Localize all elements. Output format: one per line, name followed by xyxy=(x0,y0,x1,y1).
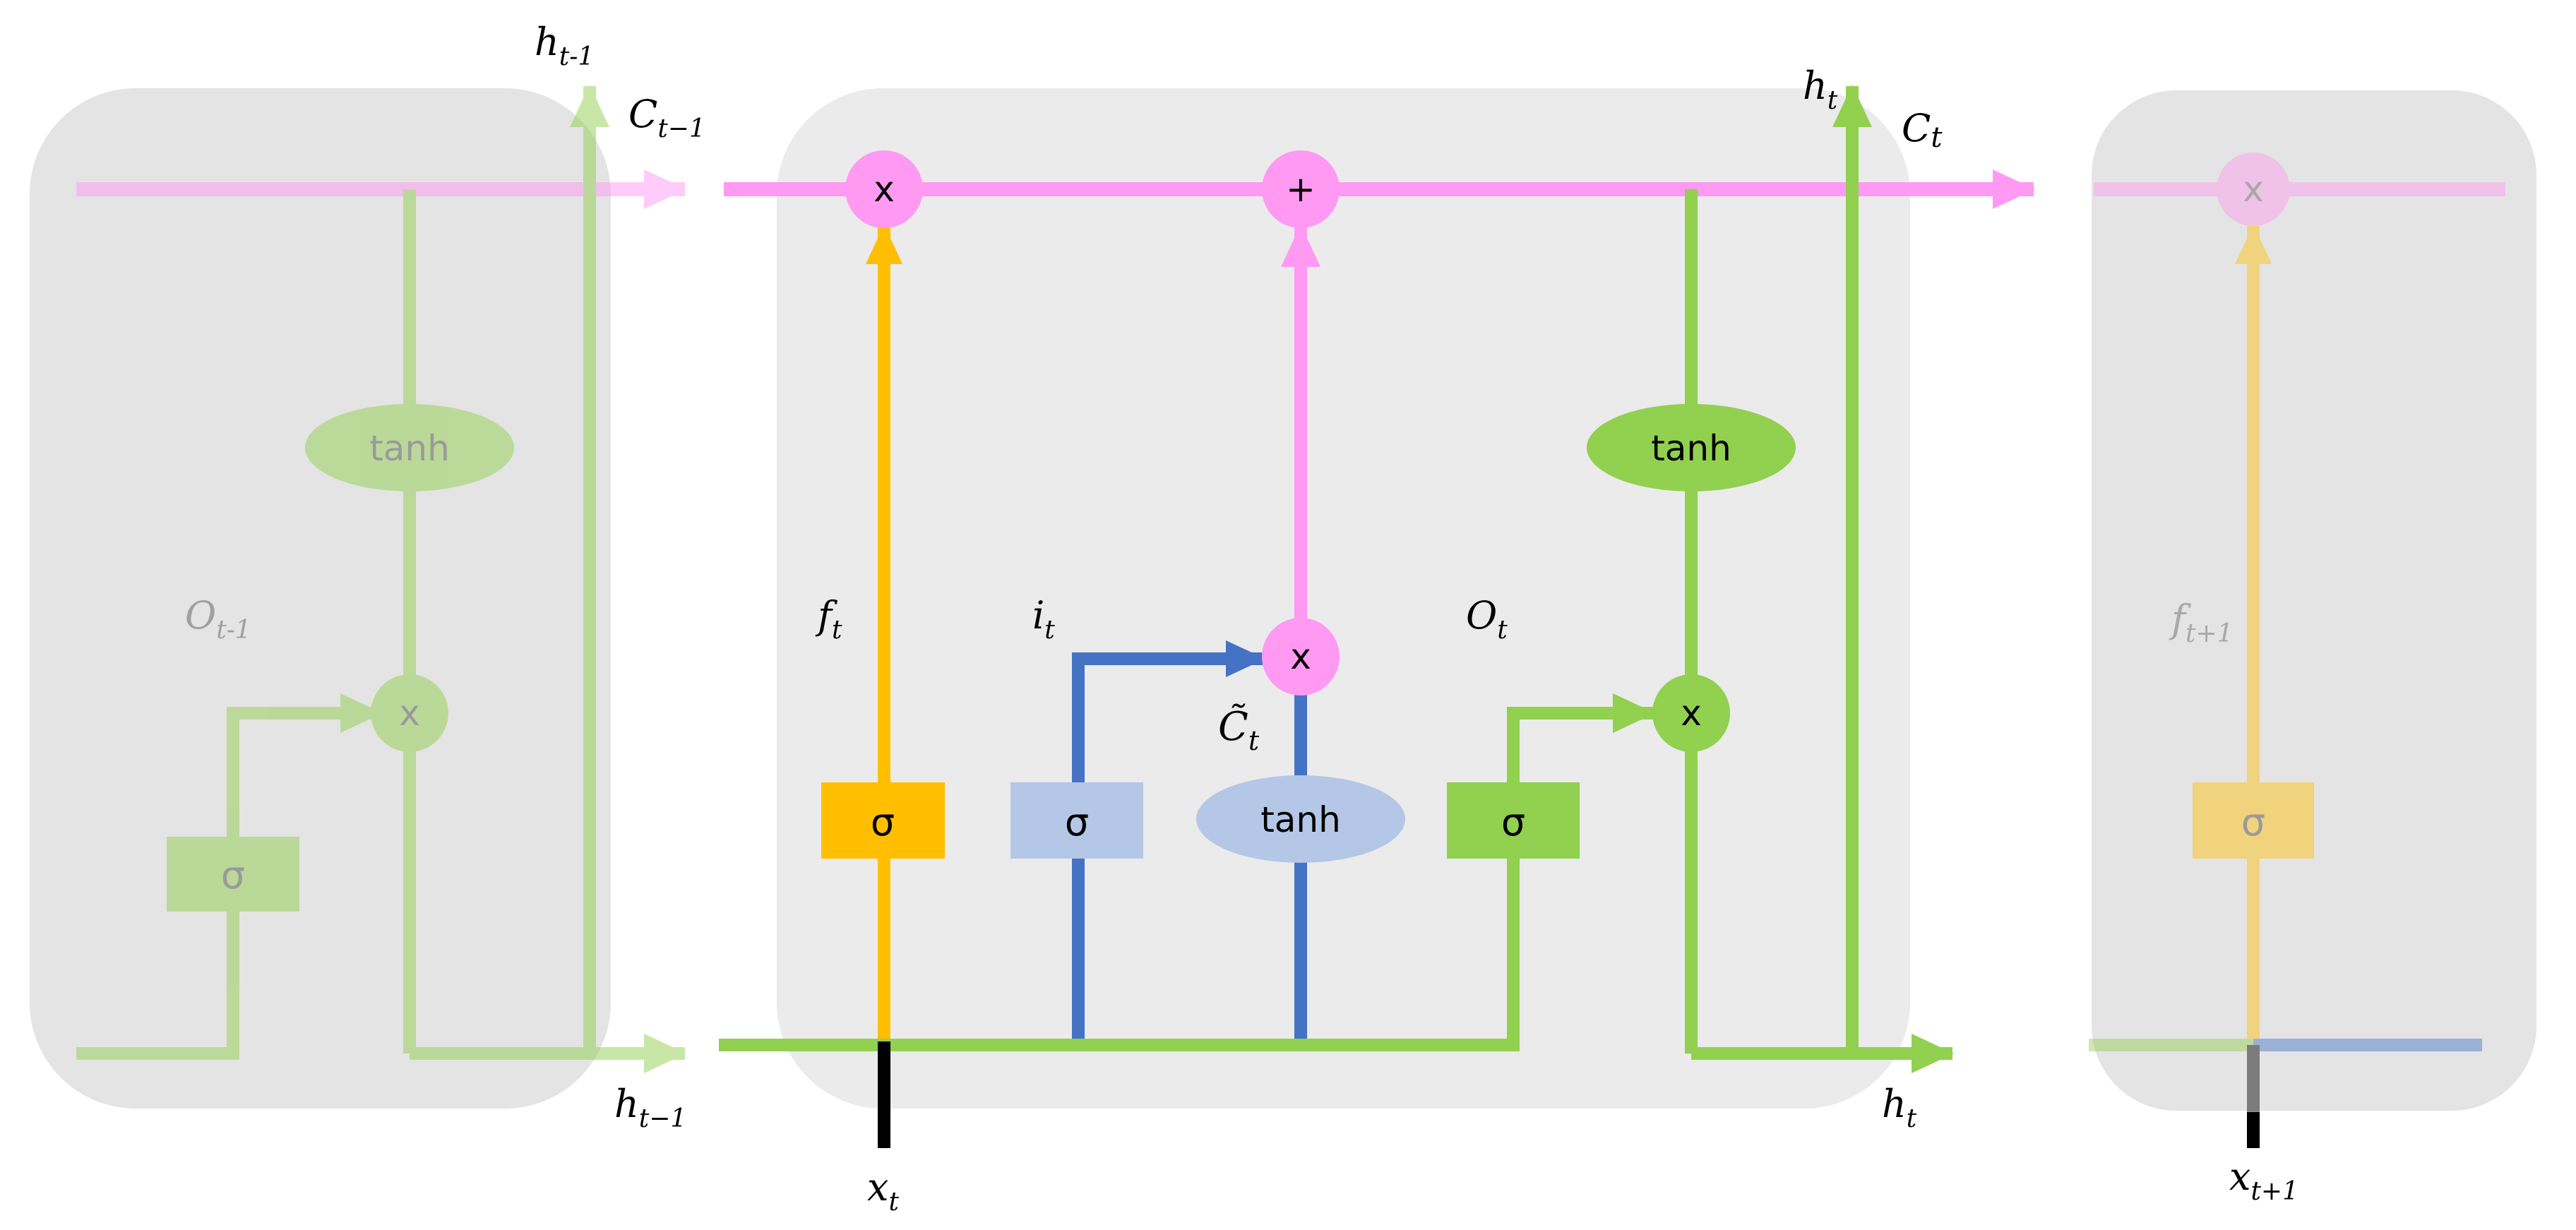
previous-cell: σ tanh x xyxy=(30,85,686,1109)
input-multiply-text: x xyxy=(1290,636,1311,677)
candidate-tanh-ellipse xyxy=(1196,775,1405,863)
prev-sigma-text: σ xyxy=(221,853,245,897)
input-gate-line xyxy=(1072,652,1229,1045)
prev-tanh-ellipse xyxy=(305,404,514,491)
label-x-next: xt+1 xyxy=(2229,1154,2298,1206)
label-o-t: Ot xyxy=(1466,593,1508,645)
label-h-prev-bottom: ht−1 xyxy=(614,1082,686,1133)
prev-sigma-box xyxy=(167,837,299,912)
next-cell: σ x xyxy=(2089,90,2536,1148)
next-sigma-box xyxy=(2193,782,2314,859)
label-i-t: it xyxy=(1032,593,1055,645)
output-multiply-circle xyxy=(1652,674,1730,752)
label-f-next: ft+1 xyxy=(2169,597,2234,648)
forget-multiply-text: x xyxy=(873,169,895,210)
next-multiply-circle xyxy=(2217,153,2290,226)
candidate-tanh-text: tanh xyxy=(1260,799,1341,840)
add-text: + xyxy=(1286,169,1316,210)
label-h-t-bottom: ht xyxy=(1882,1082,1917,1133)
output-gate-line xyxy=(1507,707,1624,1045)
previous-cell-background xyxy=(30,88,611,1109)
label-c-t: Ct xyxy=(1902,106,1943,154)
current-cell-background xyxy=(777,88,1910,1109)
forget-sigma-text: σ xyxy=(871,800,895,844)
forget-multiply-circle xyxy=(845,150,923,228)
forget-sigma-box xyxy=(821,782,945,859)
output-sigma-text: σ xyxy=(1501,800,1525,844)
cell-tanh-text: tanh xyxy=(1651,428,1731,469)
label-c-prev: Ct−1 xyxy=(628,92,705,143)
input-multiply-circle xyxy=(1262,618,1340,695)
label-x-t: xt xyxy=(867,1165,899,1217)
input-sigma-box xyxy=(1010,782,1143,859)
prev-multiply-circle xyxy=(371,674,448,752)
next-sigma-text: σ xyxy=(2241,800,2265,844)
add-circle xyxy=(1262,150,1340,228)
input-sigma-text: σ xyxy=(1065,800,1089,844)
prev-multiply-text: x xyxy=(399,693,420,734)
output-sigma-box xyxy=(1447,782,1580,859)
prev-tanh-text: tanh xyxy=(369,428,450,469)
output-multiply-text: x xyxy=(1681,693,1702,734)
next-cell-background xyxy=(2092,90,2536,1111)
label-c-tilde: C̃t xyxy=(1218,703,1260,756)
next-multiply-text: x xyxy=(2243,169,2264,210)
label-o-prev: Ot-1 xyxy=(185,593,251,645)
cell-tanh-ellipse xyxy=(1587,404,1796,491)
label-h-t-top: ht xyxy=(1803,64,1838,115)
label-h-prev-top: ht-1 xyxy=(535,20,594,71)
